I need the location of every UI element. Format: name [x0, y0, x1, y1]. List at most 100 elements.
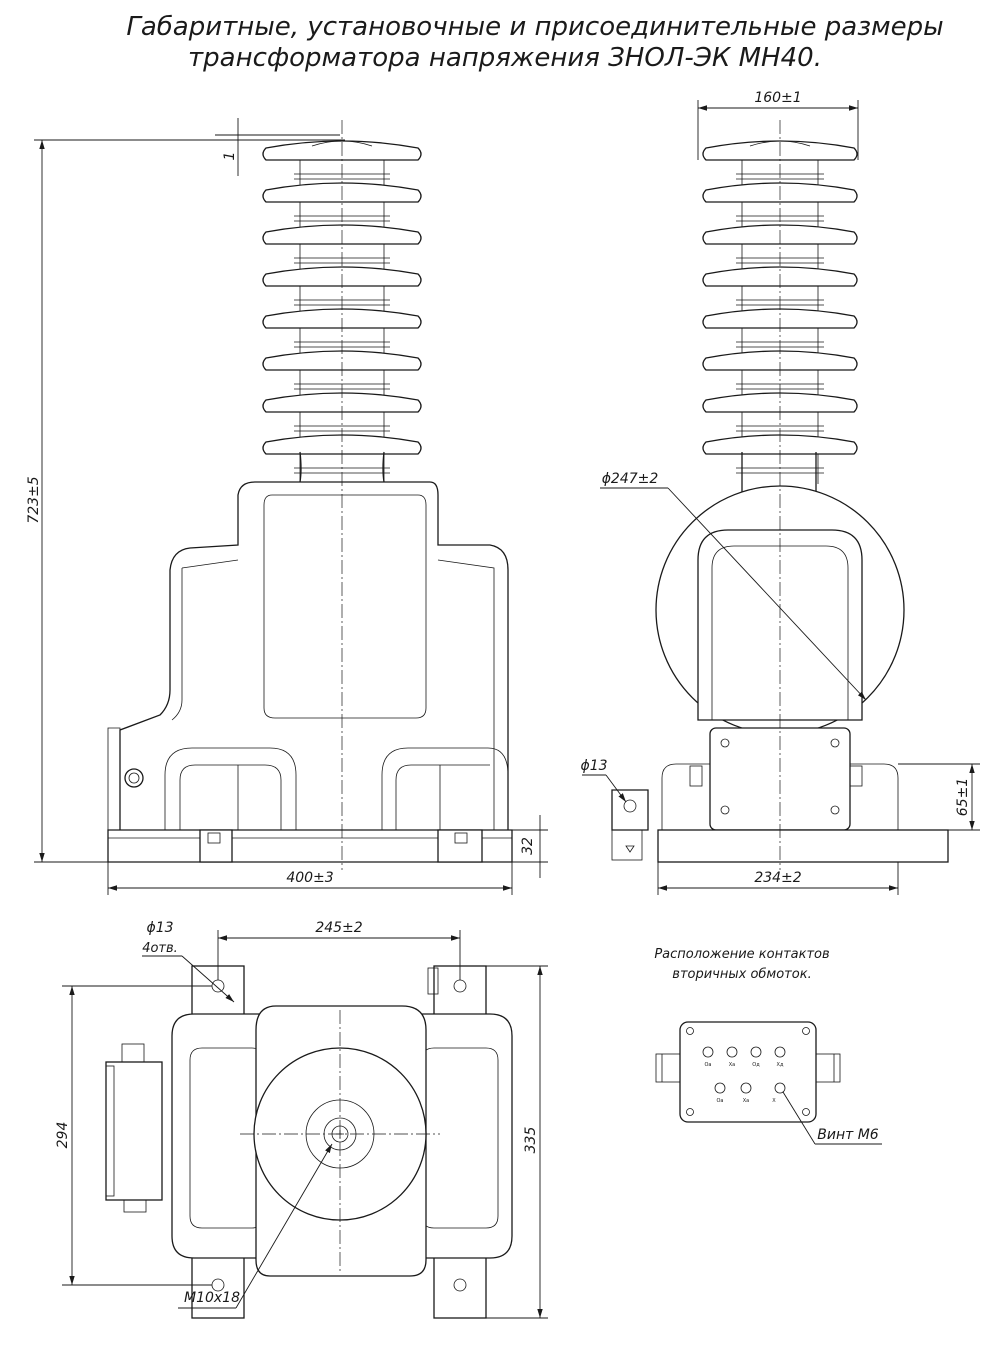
- terminal-bottom-2: Xa: [740, 1082, 752, 1104]
- front-shed-core: [294, 286, 390, 316]
- contacts-box-screw-4: [802, 1108, 810, 1116]
- terminal-bottom-3: X: [772, 1082, 786, 1104]
- terminal-screw-icon: [774, 1082, 786, 1094]
- side-dim-diameter: ϕ247±2: [602, 471, 659, 487]
- top-thread-label: M10x18: [184, 1290, 240, 1306]
- front-base-slots: [199, 829, 483, 863]
- top-hole-4: [453, 1278, 467, 1292]
- top-hole-leader: [181, 955, 235, 1003]
- terminal-label: Xa: [743, 1098, 750, 1104]
- top-side-box: [105, 1061, 163, 1201]
- front-left-foot: [164, 747, 297, 838]
- side-base-plate: [657, 829, 949, 863]
- front-dim-width: 400±3: [286, 870, 333, 886]
- terminal-screw-icon: [702, 1046, 714, 1058]
- front-housing-contours: [171, 559, 495, 838]
- terminal-label: Oa: [705, 1062, 712, 1068]
- side-shed-core: [736, 412, 824, 442]
- top-dim-inner: 294: [55, 1122, 71, 1149]
- top-dim-outer: 335: [523, 1127, 539, 1154]
- front-shed: [262, 434, 422, 455]
- front-side-plate: [107, 727, 121, 839]
- contacts-detail: Расположение контактов вторичных обмоток…: [654, 947, 882, 1145]
- title-line-1: Габаритные, установочные и присоединител…: [126, 12, 943, 42]
- contacts-gland-left: [655, 1053, 683, 1083]
- side-lower-housing: [661, 763, 899, 830]
- side-shed-core: [736, 244, 824, 274]
- side-shed-core: [736, 286, 824, 316]
- front-shed-core: [294, 244, 390, 274]
- front-housing: [119, 481, 509, 839]
- side-hole-leader: [605, 774, 627, 803]
- side-boss-left: [689, 765, 703, 787]
- terminal-screw-icon: [726, 1046, 738, 1058]
- side-diameter-leader: [667, 487, 867, 701]
- contacts-box-screw-3: [686, 1108, 694, 1116]
- front-shed-core: [294, 160, 390, 190]
- front-insulator-sheds: [262, 140, 422, 484]
- terminal-top-4: Xд: [774, 1046, 786, 1068]
- terminal-label: Xa: [729, 1062, 736, 1068]
- top-dim-hole: ϕ13: [146, 920, 173, 936]
- front-shed: [262, 350, 422, 371]
- side-dim-hole: ϕ13: [580, 758, 607, 774]
- side-shed-core: [736, 160, 824, 190]
- front-ground-nut-inner: [128, 772, 140, 784]
- front-view: 723±5 1 400±3 32: [26, 118, 548, 895]
- side-ground-lug: [611, 829, 643, 861]
- ground-symbol-icon: [625, 845, 635, 853]
- top-thread-leader: [235, 1143, 333, 1309]
- top-side-box-edge: [105, 1065, 115, 1197]
- contacts-box: [679, 1021, 817, 1123]
- side-dim-top-width: 160±1: [754, 90, 801, 106]
- front-dim-base: 32: [520, 837, 536, 855]
- contacts-caption-line-1: Расположение контактов: [654, 947, 829, 962]
- terminal-screw-icon: [750, 1046, 762, 1058]
- front-dim-height: 723±5: [26, 476, 42, 523]
- side-top-cap: [749, 140, 811, 147]
- front-right-foot: [381, 747, 509, 838]
- top-rail-clamp: [427, 967, 439, 995]
- title-line-2: трансформатора напряжения ЗНОЛ-ЭК МН40.: [188, 43, 822, 73]
- terminal-screw-icon: [740, 1082, 752, 1094]
- front-shed-core: [294, 454, 390, 484]
- side-shed-core: [736, 370, 824, 400]
- side-box-screw-1: [720, 738, 730, 748]
- terminal-top-2: Xa: [726, 1046, 738, 1068]
- front-insulator-neck: [299, 451, 385, 483]
- contacts-box-screw-1: [686, 1027, 694, 1035]
- side-boss-right: [849, 765, 863, 787]
- contacts-gland-right: [813, 1053, 841, 1083]
- drawing-title: Габаритные, установочные и присоединител…: [126, 12, 943, 73]
- front-housing-panel: [263, 494, 427, 719]
- front-shed-core: [294, 202, 390, 232]
- side-box-screw-2: [830, 738, 840, 748]
- side-box-screw-3: [720, 805, 730, 815]
- front-bolt-left: [207, 832, 221, 844]
- side-shed: [702, 350, 858, 371]
- side-shed-core: [736, 202, 824, 232]
- contacts-box-screw-2: [802, 1027, 810, 1035]
- front-shed-core: [294, 370, 390, 400]
- top-dim-holes-count: 4отв.: [142, 941, 178, 956]
- side-shed-core: [736, 328, 824, 358]
- terminal-label: X: [772, 1098, 776, 1104]
- front-top-cap: [311, 140, 373, 147]
- side-body: [697, 529, 863, 721]
- front-shed-core: [294, 328, 390, 358]
- side-ground-bracket: [611, 789, 649, 831]
- terminal-screw-icon: [774, 1046, 786, 1058]
- top-view: 245±2 ϕ13 4отв. 294 335 M10x18: [55, 920, 548, 1319]
- top-side-nut-2: [123, 1199, 147, 1213]
- contacts-caption-line-2: вторичных обмоток.: [672, 967, 811, 982]
- terminal-bottom-1: Oa: [714, 1082, 726, 1104]
- side-ground-hole: [623, 799, 637, 813]
- side-insulator-neck: [741, 452, 817, 492]
- side-view: 160±1 ϕ247±2 ϕ13 65±1 234±2: [580, 90, 980, 895]
- side-shed: [702, 434, 858, 455]
- terminal-label: Oд: [752, 1062, 760, 1068]
- side-dim-box: 65±1: [955, 778, 971, 816]
- front-shed-core: [294, 412, 390, 442]
